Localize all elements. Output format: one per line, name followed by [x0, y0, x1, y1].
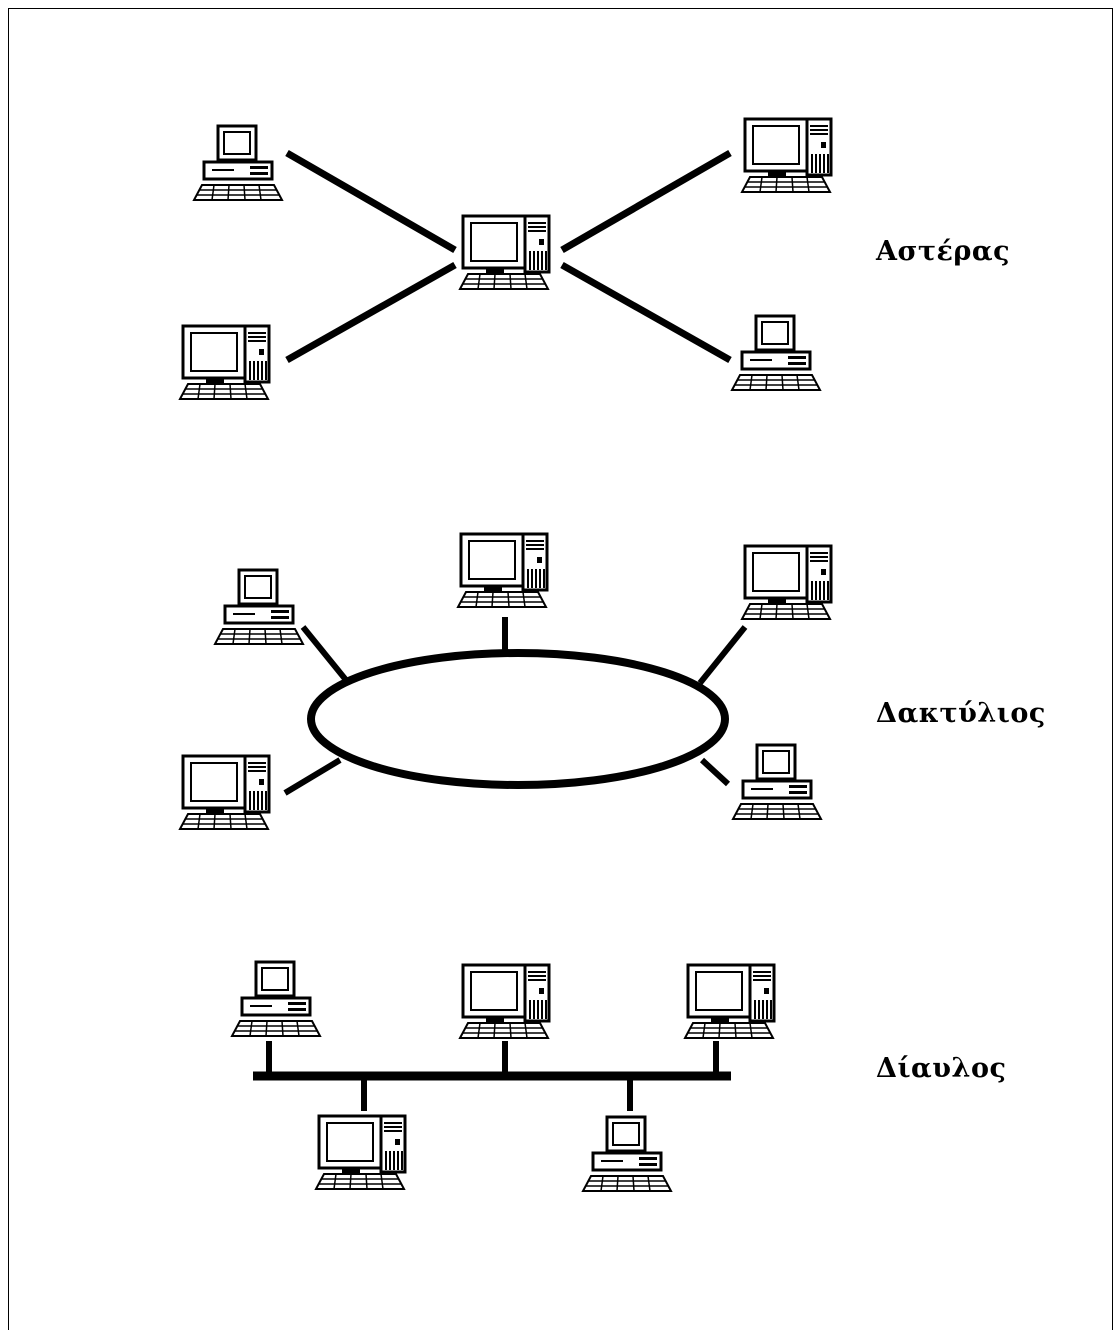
figure-frame: [8, 8, 1113, 1330]
star-link: [560, 149, 732, 254]
bus-topology: [230, 960, 776, 1193]
ring-link: [283, 757, 342, 796]
bus-node-computer-icon: [581, 1115, 673, 1193]
ring-topology-label: Δακτύλιος: [876, 698, 1046, 729]
star-topology-label: Αστέρας: [876, 236, 1011, 267]
star-node-computer-icon: [192, 124, 284, 202]
ring-topology: [178, 532, 833, 831]
star-link: [285, 149, 457, 254]
star-node-computer-icon: [178, 324, 271, 401]
star-node-computer-icon: [730, 314, 822, 392]
star-node-computer-icon: [740, 117, 833, 194]
ring-node-computer-icon: [178, 754, 271, 831]
ring-node-computer-icon: [456, 532, 549, 609]
bus-node-computer-icon: [458, 963, 551, 1040]
bus-topology-label: Δίαυλος: [876, 1053, 1007, 1084]
bus-node-computer-icon: [683, 963, 776, 1040]
ring-cable: [307, 649, 729, 789]
bus-node-computer-icon: [230, 960, 322, 1038]
star-link: [285, 261, 457, 364]
star-hub-computer-icon: [458, 214, 551, 291]
star-link: [560, 261, 732, 364]
ring-link: [300, 625, 349, 682]
ring-node-computer-icon: [740, 544, 833, 621]
ring-node-computer-icon: [731, 743, 823, 821]
ring-link: [699, 757, 731, 787]
ring-node-computer-icon: [213, 568, 305, 646]
ring-link: [697, 625, 748, 685]
star-topology: [178, 117, 833, 401]
bus-node-computer-icon: [314, 1114, 407, 1191]
